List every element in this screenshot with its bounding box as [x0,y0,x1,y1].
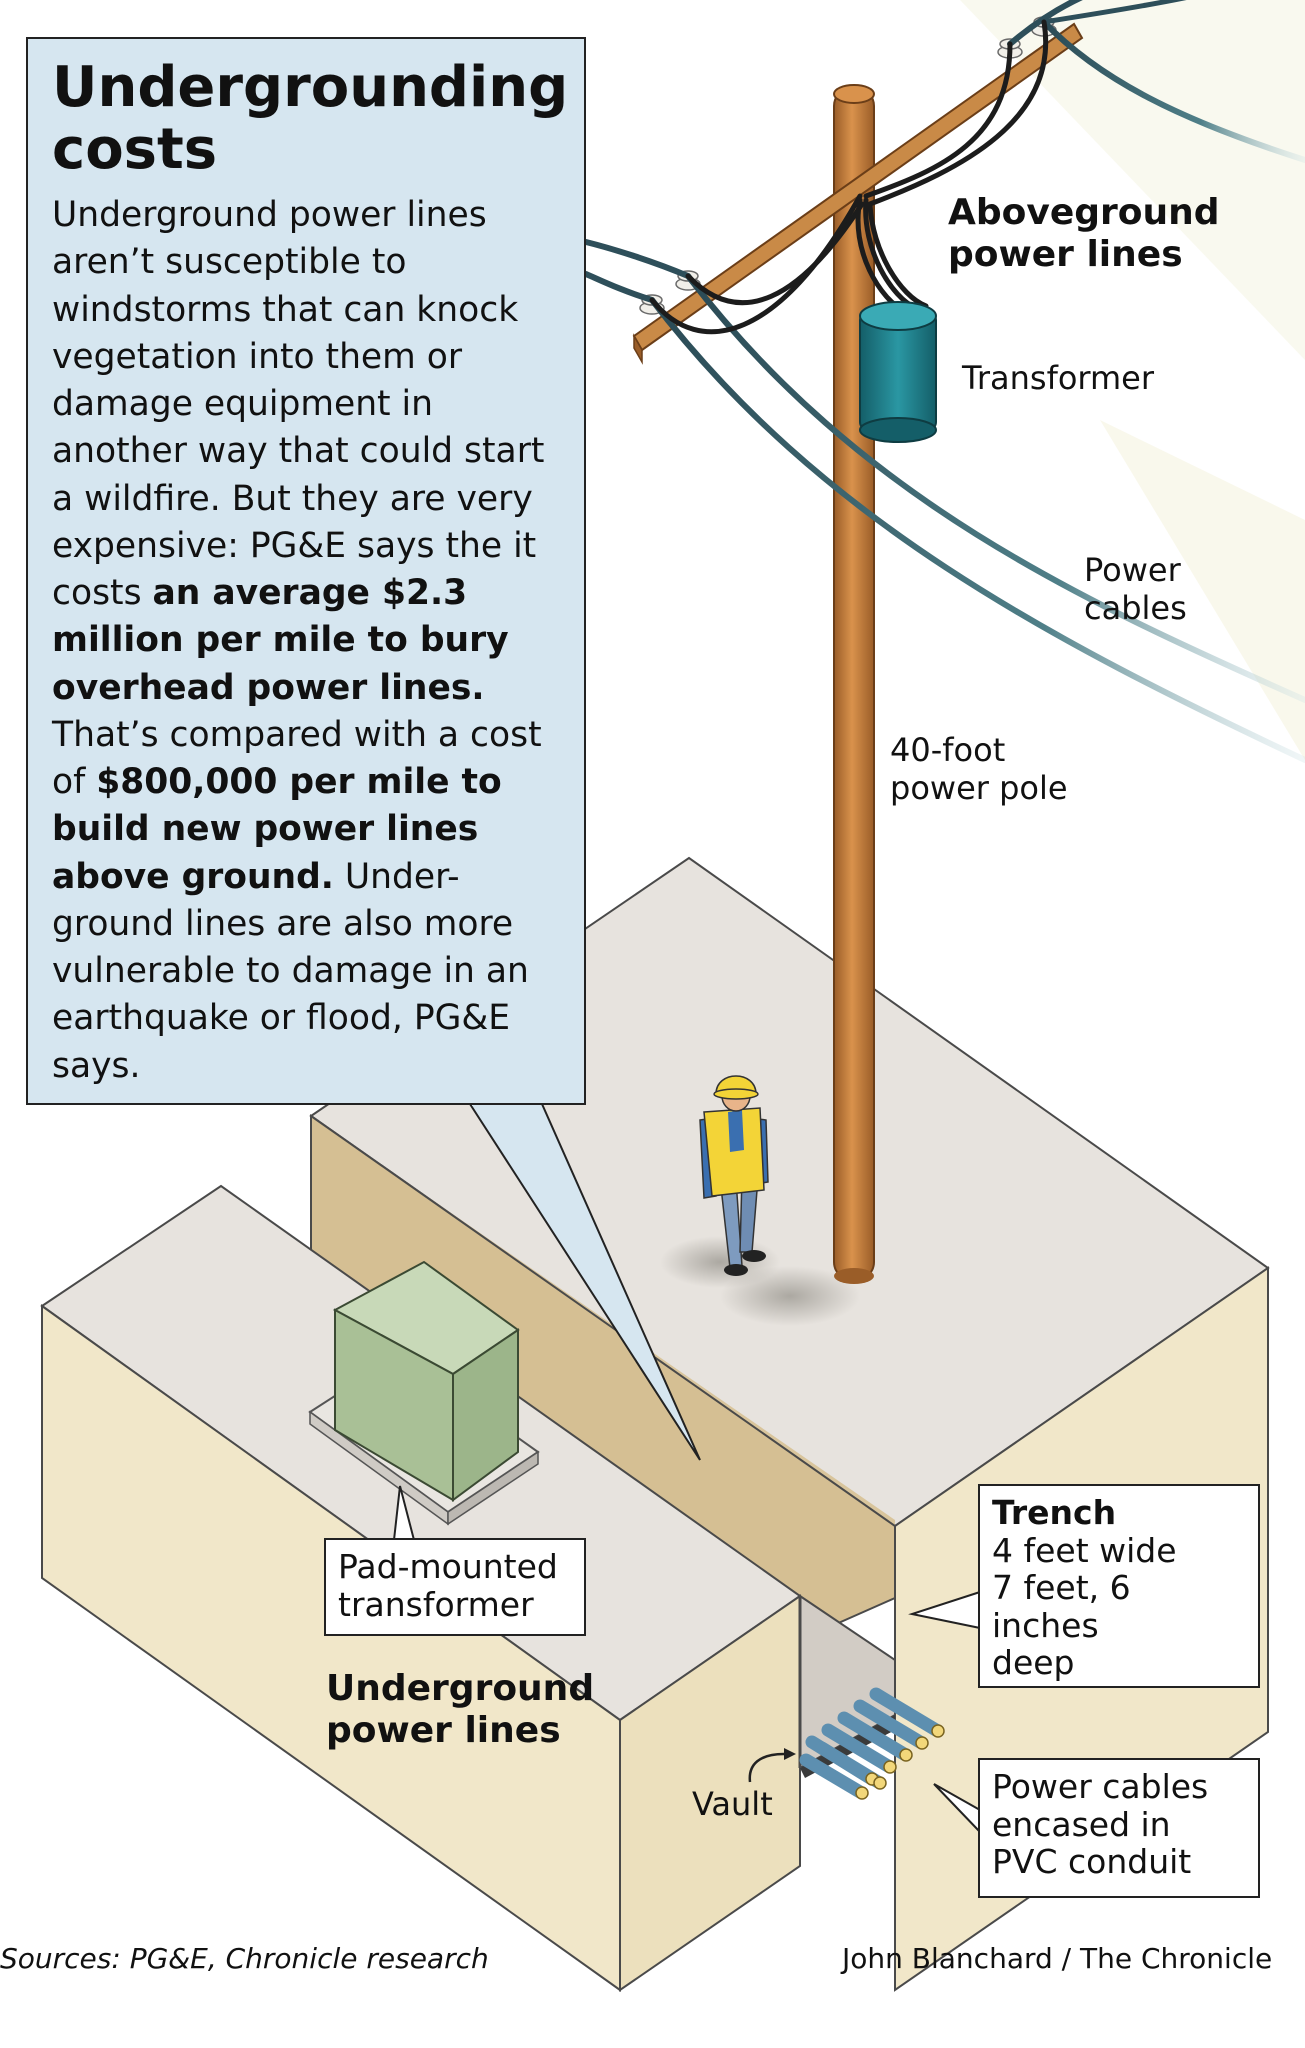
pad-transformer-callout-line1: Pad-mounted [338,1547,558,1586]
pad-mounted-transformer [308,1260,540,1526]
crossarm [632,22,1084,365]
info-body-mid: That’s compared with a cost of [52,714,542,803]
pad-transformer-callout-line2: transformer [338,1584,534,1624]
trench-callout-title: Trench [992,1493,1117,1532]
pad-transformer-callout: Pad-mounted transformer [324,1538,586,1636]
conduit-callout-line3: PVC conduit [992,1842,1192,1882]
vault-label: Vault [692,1785,773,1824]
pvc-conduits [799,1687,945,1800]
info-body: Underground power lines aren’t susceptib… [52,192,560,1090]
worker-shadow [660,1236,780,1288]
conduit-callout-line2: encased in [992,1804,1171,1844]
info-body-bold-cost-aboveground: $800,000 per mile to build new power lin… [52,762,502,897]
info-title: Undergrounding costs [52,57,568,182]
aboveground-label-line1: Aboveground [948,192,1220,233]
info-body-end: Under-ground lines are also more vulnera… [52,856,529,1086]
sources-text: Sources: PG&E, Chronicle research [0,1942,489,1975]
byline-credit: John Blanchard / The Chronicle [842,1942,1272,1975]
power-cables-label-line1: Power [1084,551,1181,589]
worker-figure [699,1075,769,1276]
aboveground-label: Aboveground power lines [948,192,1220,277]
info-title-line2: costs [52,116,218,182]
sources-credit: Sources: PG&E, Chronicle research [0,1942,489,1975]
info-body-bold-cost-underground: an average $2.3 million per mile to bury… [52,573,509,708]
underground-label-line2: power lines [326,1710,561,1752]
pole-label-line1: 40-foot [890,731,1006,769]
transformer-label: Transformer [962,359,1155,398]
conduit-callout-line1: Power cables [992,1767,1209,1806]
underground-label-line1: Underground [326,1668,595,1709]
underground-label: Underground power lines [326,1668,594,1753]
info-box: Undergrounding costs Underground power l… [26,37,586,1105]
power-cables [583,0,1305,763]
trench-callout-width: 4 feet wide [992,1530,1177,1570]
info-title-line1: Undergrounding [52,55,569,120]
trench-callout-depth-line1: 7 feet, 6 inches [992,1568,1131,1645]
vault-label-text: Vault [692,1785,773,1823]
pole-label: 40-foot power pole [890,731,1068,808]
conduit-callout: Power cables encased in PVC conduit [978,1758,1260,1898]
transformer-label-text: Transformer [962,359,1155,397]
aboveground-label-line2: power lines [948,234,1183,276]
power-cables-label-line2: cables [1084,588,1187,627]
trench-callout: Trench 4 feet wide 7 feet, 6 inches deep [978,1484,1260,1688]
info-body-intro: Underground power lines aren’t susceptib… [52,195,545,614]
pole-transformer [859,301,937,443]
power-cables-label: Power cables [1084,551,1187,628]
byline-text: John Blanchard / The Chronicle [842,1942,1273,1975]
pole-label-line2: power pole [890,768,1068,807]
trench-callout-depth-line2: deep [992,1643,1075,1683]
